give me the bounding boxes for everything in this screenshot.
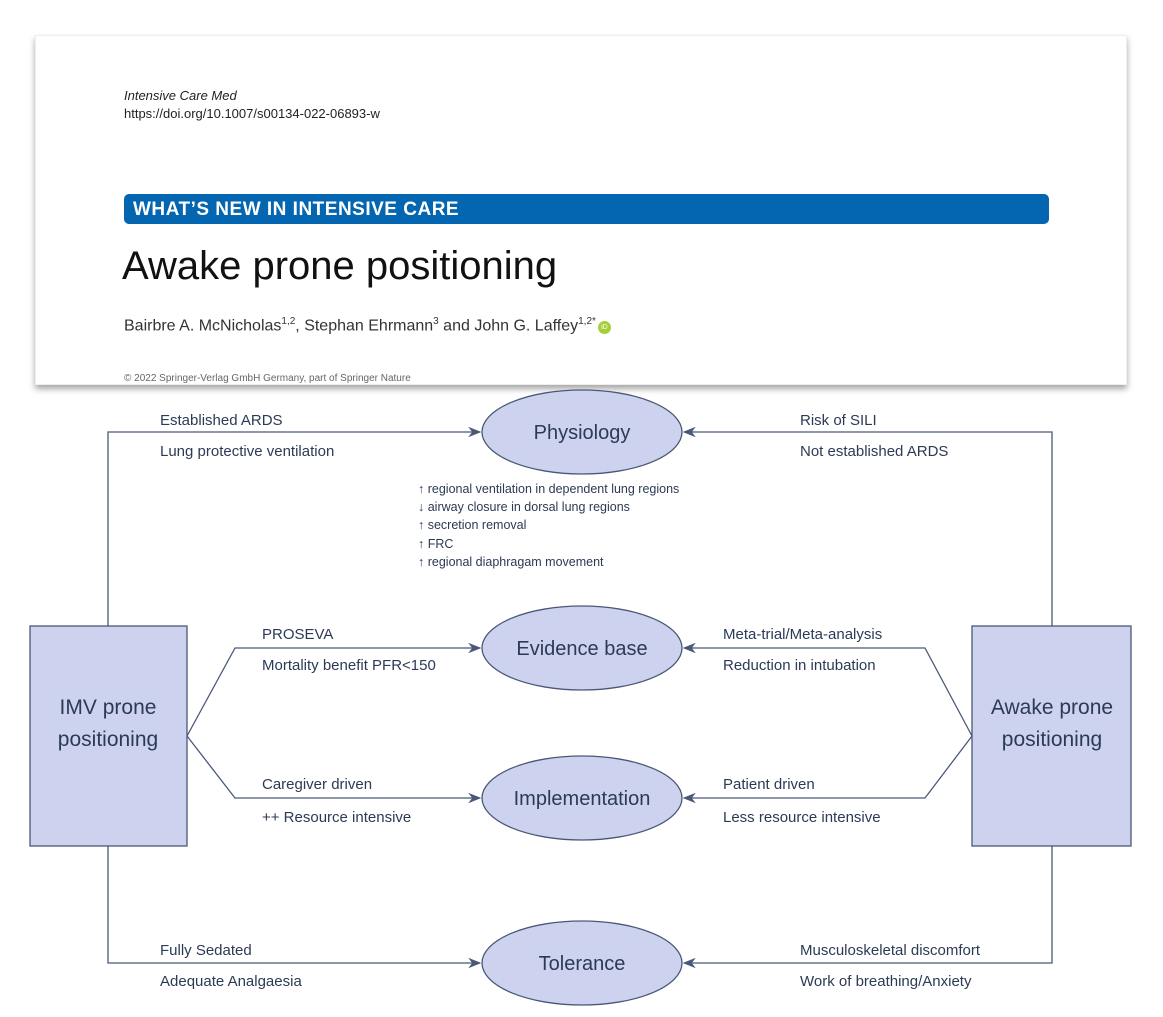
journal-name: Intensive Care Med [124, 88, 237, 103]
article-title: Awake prone positioning [122, 244, 558, 288]
physiology-point: ↑ regional ventilation in dependent lung… [418, 482, 679, 496]
separator: , [295, 317, 305, 335]
node-label: Physiology [534, 422, 631, 444]
right-label: Risk of SILI [800, 412, 877, 429]
node-label: Implementation [514, 788, 651, 810]
affiliation: 3 [433, 316, 439, 327]
separator: and [438, 317, 475, 335]
physiology-point: ↑ regional diaphragam movement [418, 555, 604, 569]
author[interactable]: John G. Laffey [474, 317, 579, 335]
physiology-point: ↑ secretion removal [418, 518, 526, 532]
orcid-icon[interactable]: iD [597, 321, 611, 335]
right-label: Meta-trial/Meta-analysis [723, 626, 882, 643]
connector [682, 642, 973, 737]
node-label: Tolerance [539, 953, 626, 975]
connector [107, 846, 482, 969]
left-label: Lung protective ventilation [160, 443, 334, 460]
connector [186, 642, 482, 737]
right-label: Reduction in intubation [723, 657, 876, 674]
imv-box-label: positioning [58, 728, 158, 751]
affiliation: 1,2* [578, 316, 596, 327]
awake-box [971, 625, 1132, 847]
right-label: Patient driven [723, 776, 815, 793]
node-tolerance: Tolerance [481, 920, 683, 1006]
left-label: Caregiver driven [262, 776, 372, 793]
connector [682, 846, 1053, 969]
left-label: Established ARDS [160, 412, 283, 429]
connector [682, 426, 1053, 626]
author[interactable]: Stephan Ehrmann [304, 317, 434, 335]
left-label: Adequate Analgaesia [160, 973, 302, 990]
affiliation: 1,2 [281, 316, 296, 327]
left-label: PROSEVA [262, 626, 333, 643]
author[interactable]: Bairbre A. McNicholas [124, 317, 282, 335]
imv-box [29, 625, 188, 847]
connector [682, 735, 973, 804]
right-label: Musculoskeletal discomfort [800, 942, 981, 959]
connectors [107, 426, 1053, 969]
left-label: Fully Sedated [160, 942, 252, 959]
doi-link[interactable]: https://doi.org/10.1007/s00134-022-06893… [124, 106, 380, 121]
connector [107, 426, 482, 626]
section-banner: WHAT’S NEW IN INTENSIVE CARE [124, 194, 1049, 224]
copyright: © 2022 Springer-Verlag GmbH Germany, par… [124, 373, 411, 384]
node-implementation: Implementation [481, 755, 683, 841]
left-label: Mortality benefit PFR<150 [262, 657, 436, 674]
physiology-point: ↓ airway closure in dorsal lung regions [418, 500, 630, 514]
physiology-point: ↑ FRC [418, 537, 453, 551]
node-physiology: Physiology [481, 389, 683, 475]
awake-box-label: Awake prone [991, 696, 1113, 719]
paper-header: Intensive Care Med https://doi.org/10.10… [35, 35, 1127, 385]
right-label: Work of breathing/Anxiety [800, 973, 972, 990]
node-evidence-base: Evidence base [481, 605, 683, 691]
left-label: ++ Resource intensive [262, 809, 411, 826]
connector [186, 735, 482, 804]
right-label: Not established ARDS [800, 443, 948, 460]
author-list: Bairbre A. McNicholas1,2, Stephan Ehrman… [124, 316, 611, 335]
awake-box-label: positioning [1002, 728, 1102, 751]
node-label: Evidence base [516, 638, 647, 660]
right-label: Less resource intensive [723, 809, 881, 826]
imv-box-label: IMV prone [60, 696, 157, 719]
